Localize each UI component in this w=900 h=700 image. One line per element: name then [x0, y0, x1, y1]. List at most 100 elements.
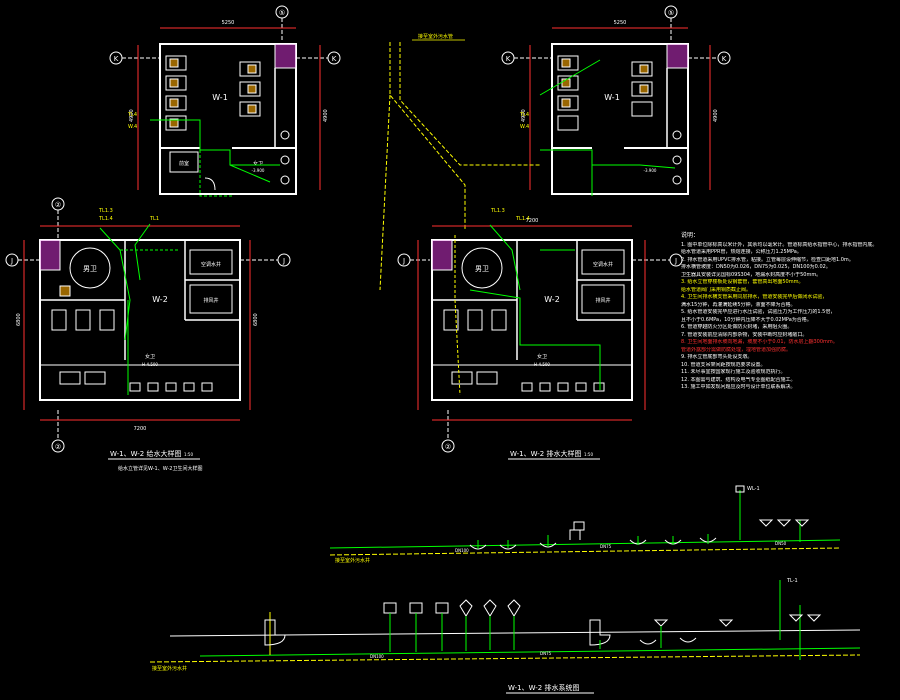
dim-top-br: 7200 [526, 218, 539, 224]
tag-b: W.4 [128, 124, 137, 130]
pipe-label-b: DN75 [600, 544, 612, 549]
dim-top: 5250 [222, 20, 235, 26]
caption-left-sub: 给水立管详见W-1、W-2卫生间大样图 [118, 465, 202, 472]
axis-bottom-2: ② [55, 443, 61, 451]
room-r-label: W-1 [604, 93, 620, 102]
tag-r-a: TL4 [519, 112, 529, 118]
leader-label: 接至室外污水管 [418, 33, 453, 40]
note-line: 4. 卫生间排水横支管采用同层排水，管道安装完毕后做闭水试验， [681, 294, 828, 300]
note-line: 满水15分钟，再灌满延续5分钟，液面不降为合格。 [681, 301, 796, 308]
room1-r: 男卫 [475, 265, 489, 273]
room1-label: 男卫 [83, 265, 97, 273]
pipe-label-b2: DN75 [540, 651, 552, 656]
tag-br-14: TL1.4 [515, 216, 530, 222]
plan-top-right: ⑤ K K 5250 4900 4900 W-1 -3.900 [501, 5, 731, 196]
axis-right-r: K [722, 55, 727, 63]
note-line: 且不小于0.6MPa，10分钟内压降不大于0.02MPa为合格。 [681, 316, 812, 323]
room3-label: 女卫 [145, 353, 155, 360]
notes-title: 说明： [681, 232, 700, 239]
pipe-label-c: DN50 [775, 541, 787, 546]
axis-label-top: ⑤ [279, 9, 285, 17]
axis-j-left-r: J [402, 257, 405, 265]
axis-j-right-r: J [674, 257, 677, 265]
system-diagram-upper: WL-1 DN100 DN75 DN50 接至室外污水井 [329, 485, 841, 564]
tag-tl13: TL1.3 [98, 208, 113, 214]
note-line: 排水横管坡度：DN50为0.026，DN75为0.025，DN100为0.02。 [681, 264, 831, 270]
tag-br-13: TL1.3 [490, 208, 505, 214]
note-line: 管道外露部分需做防腐处理，埋地管道加强防腐。 [681, 346, 792, 353]
dim-side-r-left: 4900 [521, 109, 527, 122]
plan-top-left: ⑤ K K 5250 4900 4900 [109, 5, 341, 197]
toilet-stalls-left [165, 55, 187, 131]
dim-side-r-right: 4900 [713, 109, 719, 122]
note-line: 1. 图中单位除标高以米计外，其余均以毫米计。管道标高给水指管中心，排水指管内底… [681, 241, 878, 248]
note-line: 9. 排水立管底部弯头处设支墩。 [681, 354, 753, 360]
elev-label: -3.900 [252, 168, 265, 173]
dim-side: 6800 [16, 313, 22, 326]
room5-r: 排风井 [595, 297, 610, 304]
axis-left-r: K [506, 55, 511, 63]
caption-system: W-1、W-2 排水系统图 [508, 683, 579, 692]
dim-bottom: 7200 [134, 426, 147, 432]
tag-r-b: W.4 [520, 124, 529, 130]
pipe-label-a: DN100 [455, 548, 469, 553]
note-line: 5. 给水管道安装完毕应进行水压试验，试验压力为工作压力的1.5倍， [681, 309, 836, 315]
dim-top-r: 5250 [614, 20, 627, 26]
fixtures-w2 [51, 285, 213, 392]
riser-label-2: TL-1 [786, 578, 798, 584]
note-line: 8. 卫生间地面排水坡向地漏，坡度不小于0.01，防水层上翻300mm。 [681, 339, 838, 345]
note-line: 卫生器具安装详见国标09S304，地漏水封高度不小于50mm。 [681, 271, 822, 278]
caption-right-scale: 1:50 [584, 452, 593, 457]
caption-right: W-1、W-2 排水大样图 [510, 449, 581, 458]
dim-side-r: 6800 [253, 313, 259, 326]
outlet-label-2: 接至室外污水井 [152, 665, 187, 672]
tag-a: TL4 [127, 112, 137, 118]
room2-r: W-2 [544, 295, 560, 304]
tag-tl14: TL1.4 [98, 216, 113, 222]
note-line: 6. 管道穿越防火分区处做防火封堵，采用阻火圈。 [681, 324, 793, 330]
note-line: 12. 本图需与建筑、结构及电气专业图纸配合施工。 [681, 376, 796, 383]
caption-left: W-1、W-2 给水大样图 [110, 449, 181, 458]
room-c-label: 女卫 [253, 160, 263, 167]
room2-label: W-2 [152, 295, 168, 304]
axis-bubble-right-r [717, 51, 731, 65]
room-label: W-1 [212, 93, 228, 102]
room3-r: 女卫 [537, 353, 547, 360]
note-line: 7. 管道安装前应清除内部杂物，安装中断时应封堵敞口。 [681, 331, 808, 338]
design-notes: 说明： 1. 图中单位除标高以米计外，其余均以毫米计。管道标高给水指管中心，排水… [681, 232, 895, 392]
note-line: 给水管道采用PPR管，热熔连接，公称压力1.25MPa。 [681, 249, 802, 255]
axis-bubble-bottom-2 [51, 439, 65, 453]
room-b-label: 前室 [179, 160, 189, 167]
axis-top-r: ⑤ [668, 9, 674, 17]
note-line: 2. 排水管道采用UPVC排水管，粘接。立管每层设伸缩节，检查口距地1.0m。 [681, 256, 854, 263]
room5-label: 排风井 [203, 297, 218, 304]
axis-top-2: ② [55, 201, 61, 209]
dim-side-left: 4900 [129, 109, 135, 122]
system-diagram-lower: TL-1 DN100 DN75 接至室外污水井 [149, 578, 861, 672]
toilet-stalls-right [239, 61, 261, 117]
caption-left-scale: 1:50 [184, 452, 193, 457]
fixtures-sys-lower [264, 599, 822, 646]
axis-bottom-r: ② [445, 443, 451, 451]
notes-lines: 1. 图中单位除标高以米计外，其余均以毫米计。管道标高给水指管中心，排水指管内底… [681, 242, 895, 392]
axis-j-left: J [10, 257, 13, 265]
elev-br: H-4.500 [534, 362, 550, 367]
note-line: 13. 施工中如发现问题应及时与设计单位联系解决。 [681, 384, 796, 390]
room4-r: 空调水井 [593, 261, 613, 268]
axis-label-right: K [332, 55, 337, 63]
dim-side-right: 4900 [323, 109, 329, 122]
note-line: 3. 给水立管穿楼板处设钢套管，套管高出地面50mm。 [681, 279, 804, 285]
axis-label-left: K [114, 55, 119, 63]
plan-bottom-right: J J ② 7200 男卫 W-2 女卫 H-4.500 空调水井 排风井 [397, 208, 683, 453]
axis-j-right: J [282, 257, 285, 265]
tag-tl1: TL1 [149, 216, 159, 222]
room4-label: 空调水井 [201, 261, 221, 268]
axis-bubble-bottom-r [441, 439, 455, 453]
plan-bottom-left: J J ② ② 7200 6800 6800 男卫 W-2 女卫 H-4.500 [5, 197, 291, 453]
stalls-r [557, 55, 653, 131]
elev-r: -3.900 [644, 168, 657, 173]
yellow-leader [379, 42, 540, 291]
note-line: 给水管道阀门采用铜质截止阀。 [681, 286, 752, 293]
fixtures-br [443, 309, 605, 392]
